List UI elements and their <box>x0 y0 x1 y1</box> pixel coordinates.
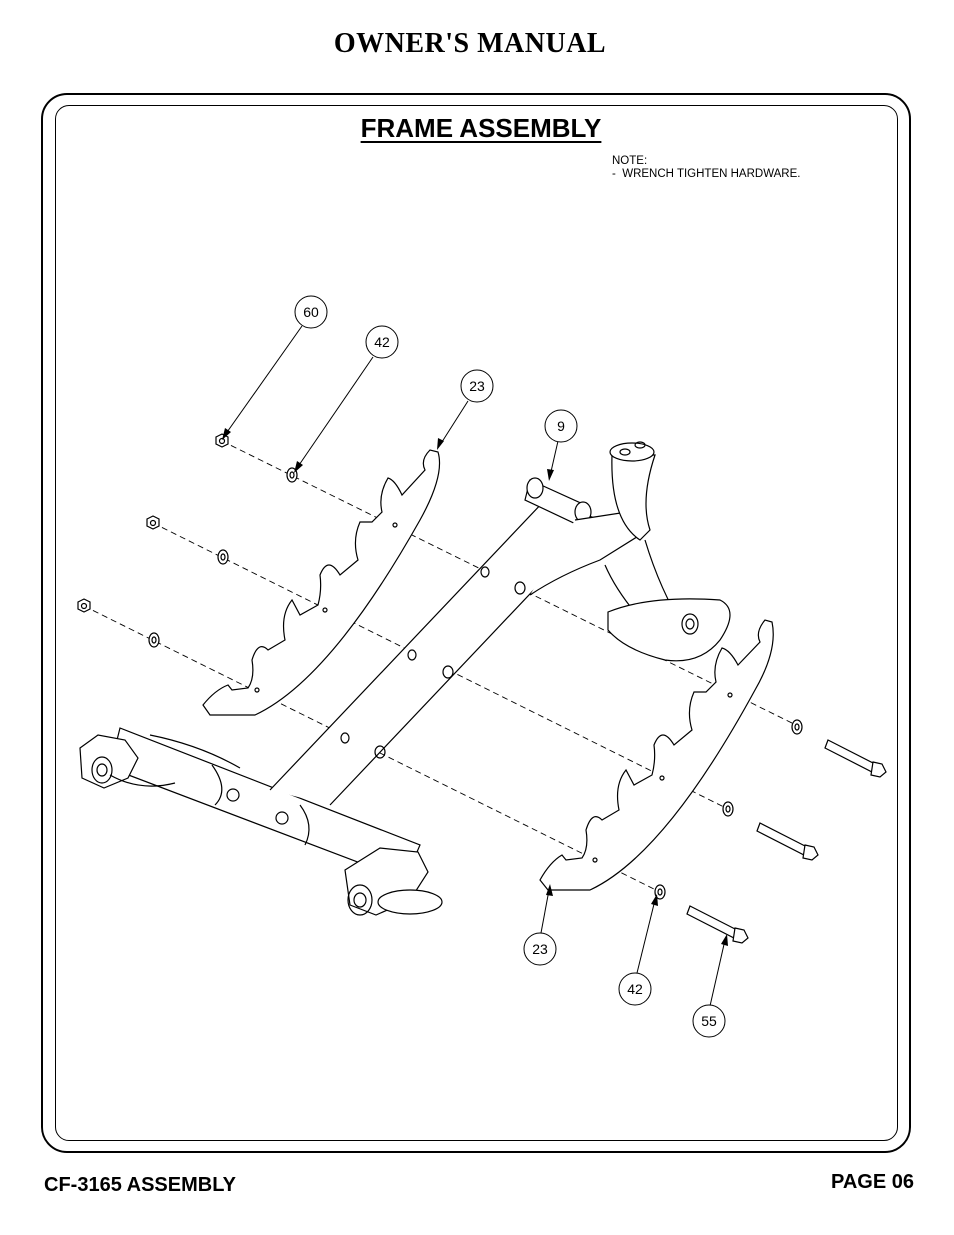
page-frame-outer <box>41 93 911 1153</box>
footer-page-number: PAGE 06 <box>831 1171 914 1193</box>
page-frame-inner <box>55 105 898 1141</box>
section-title: FRAME ASSEMBLY <box>360 113 602 143</box>
left-saddle-plate <box>202 449 441 716</box>
right-saddle-plate <box>539 619 774 891</box>
callout-23-bottom-label: 23 <box>532 941 548 957</box>
callout-55: 55 <box>692 1004 726 1038</box>
washers <box>148 467 803 900</box>
note-heading: NOTE: <box>612 155 648 167</box>
leader-arrowheads <box>222 428 728 946</box>
note-text: - WRENCH TIGHTEN HARDWARE. <box>612 168 801 180</box>
callout-60: 60 <box>294 295 328 329</box>
callout-9-label: 9 <box>557 418 565 434</box>
right-end-bracket <box>344 847 443 916</box>
callout-42-bottom-label: 42 <box>627 981 643 997</box>
bolts <box>686 739 887 944</box>
callout-group: 60 42 23 9 23 42 55 <box>294 295 726 1038</box>
callout-42-top-label: 42 <box>374 334 390 350</box>
leader-lines <box>224 325 726 1007</box>
callout-42-top: 42 <box>365 325 399 359</box>
callout-42-bottom-circle <box>618 972 652 1006</box>
upright-post <box>529 441 731 662</box>
assembly-note: NOTE: - WRENCH TIGHTEN HARDWARE. <box>612 155 800 181</box>
manual-title: OWNER'S MANUAL <box>333 28 607 59</box>
callout-42-bottom: 42 <box>618 972 652 1006</box>
callout-9-circle <box>544 409 578 443</box>
lock-nuts <box>77 433 229 613</box>
footer-model: CF-3165 ASSEMBLY <box>44 1174 236 1196</box>
callout-55-circle <box>692 1004 726 1038</box>
callout-9: 9 <box>544 409 578 443</box>
callout-23-bottom-circle <box>523 932 557 966</box>
left-end-bracket <box>79 734 176 789</box>
callout-60-circle <box>294 295 328 329</box>
cross-tube-part-9 <box>524 477 592 526</box>
callout-23-top-circle <box>460 369 494 403</box>
callout-23-top-label: 23 <box>469 378 485 394</box>
callout-23-top: 23 <box>460 369 494 403</box>
callout-23-bottom: 23 <box>523 932 557 966</box>
callout-60-label: 60 <box>303 304 319 320</box>
callout-42-top-circle <box>365 325 399 359</box>
callout-55-label: 55 <box>701 1013 717 1029</box>
